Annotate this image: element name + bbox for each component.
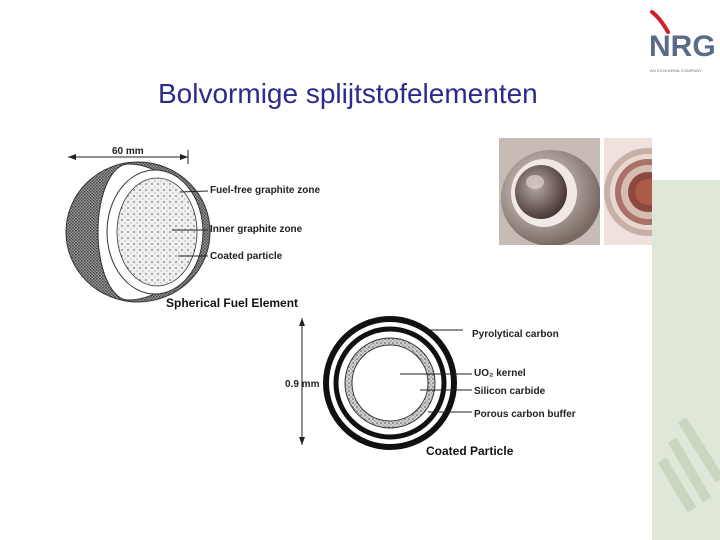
spherical-element-diagram — [60, 140, 350, 315]
photo-sphere-cutaway-image — [499, 138, 600, 245]
label-uo2-kernel: UO₂ kernel — [474, 368, 526, 379]
label-fuel-free-graphite-zone: Fuel-free graphite zone — [210, 185, 320, 196]
dimension-0.9mm: 0.9 mm — [285, 379, 319, 390]
label-coated-particle: Coated particle — [210, 251, 282, 262]
spherical-element-caption: Spherical Fuel Element — [166, 296, 298, 310]
label-silicon-carbide: Silicon carbide — [474, 386, 545, 397]
band-decoration — [652, 180, 720, 540]
slide-title: Bolvormige splijtstofelementen — [158, 78, 538, 110]
label-inner-graphite-zone: Inner graphite zone — [210, 224, 302, 235]
logo-subtitle: AN ECN/KEMA COMPANY — [650, 68, 702, 73]
photo-sphere-cutaway — [499, 138, 600, 245]
label-pyrolytical-carbon: Pyrolytical carbon — [472, 329, 559, 340]
logo-text: NRG — [649, 30, 716, 64]
dimension-60mm: 60 mm — [112, 146, 144, 157]
coated-particle-caption: Coated Particle — [426, 444, 513, 458]
photo-particle-section — [604, 138, 652, 245]
label-porous-carbon-buffer: Porous carbon buffer — [474, 409, 576, 420]
photo-particle-section-image — [604, 138, 652, 245]
